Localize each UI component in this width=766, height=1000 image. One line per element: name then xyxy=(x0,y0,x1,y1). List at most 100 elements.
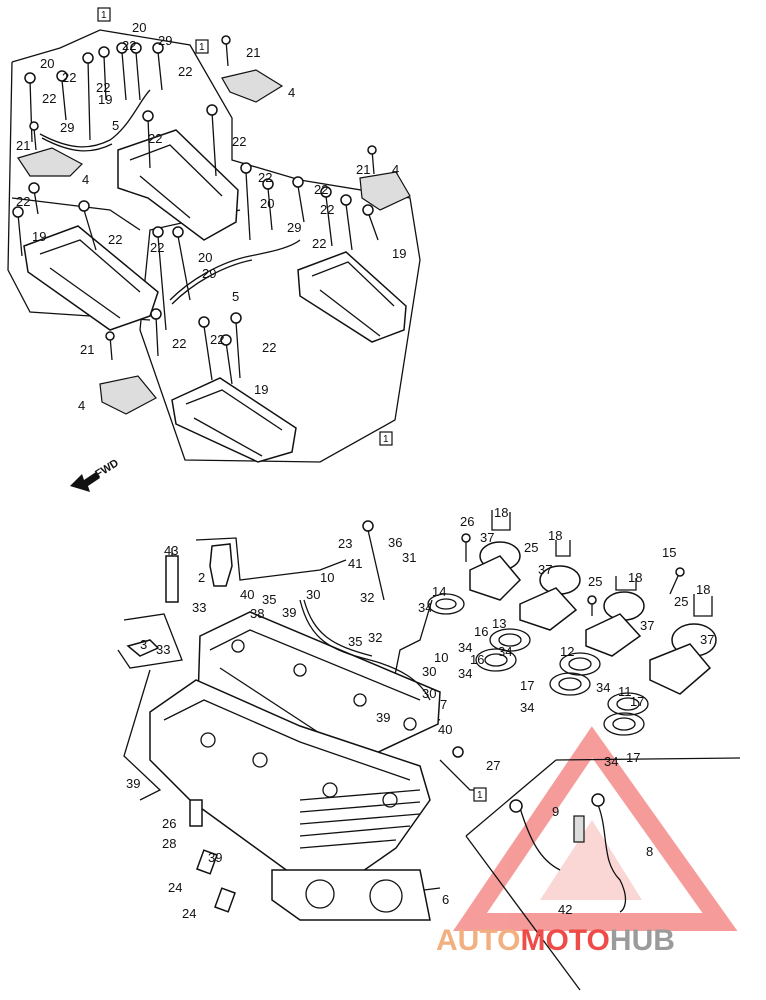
callout-label-b50: 39 xyxy=(376,710,390,725)
callout-label-b35: 35 xyxy=(348,634,362,649)
callout-label-b58: 28 xyxy=(162,836,176,851)
callout-label-t25: 19 xyxy=(32,229,46,244)
callout-label-t2: 20 xyxy=(132,20,146,35)
callout-label-t20: 22 xyxy=(258,170,272,185)
callout-label-t19: 4 xyxy=(392,162,399,177)
callout-label-b1: 18 xyxy=(494,505,508,520)
callout-label-b5: 18 xyxy=(548,528,562,543)
callout-label-b4: 25 xyxy=(524,540,538,555)
ref-box-label: 1 xyxy=(383,434,389,445)
callout-label-t24: 22 xyxy=(16,194,30,209)
callout-label-t27: 29 xyxy=(287,220,301,235)
callout-label-t36: 22 xyxy=(210,332,224,347)
callout-label-b37: 10 xyxy=(434,650,448,665)
intake-holder-group xyxy=(427,510,717,736)
callout-label-t8: 22 xyxy=(42,91,56,106)
callout-label-b57: 26 xyxy=(162,816,176,831)
callout-label-b33: 3 xyxy=(140,637,147,652)
callout-label-b53: 17 xyxy=(626,750,640,765)
callout-label-b30: 16 xyxy=(474,624,488,639)
callout-label-b12: 10 xyxy=(320,570,334,585)
callout-label-b32: 37 xyxy=(700,632,714,647)
callout-label-b64: 24 xyxy=(182,906,196,921)
camshaft-holder-group xyxy=(7,29,421,463)
callout-label-b7: 36 xyxy=(388,535,402,550)
callout-label-t38: 19 xyxy=(254,382,268,397)
ref-box-r3: 1 xyxy=(379,431,393,446)
callout-label-t12: 29 xyxy=(60,120,74,135)
callout-label-b62: 6 xyxy=(442,892,449,907)
ref-box-label: 1 xyxy=(477,790,483,801)
callout-label-b11: 41 xyxy=(348,556,362,571)
callout-label-b22: 33 xyxy=(192,600,206,615)
callout-label-b2: 26 xyxy=(460,514,474,529)
watermark-part-hub: HUB xyxy=(610,924,675,957)
callout-label-b28: 37 xyxy=(640,618,654,633)
callout-label-b56: 9 xyxy=(552,804,559,819)
callout-label-t6: 22 xyxy=(96,80,110,95)
callout-label-t31: 20 xyxy=(198,250,212,265)
cylinder-head-group xyxy=(117,520,474,921)
callout-label-t1: 20 xyxy=(40,56,54,71)
watermark-part-auto: AUTO xyxy=(436,924,520,957)
callout-label-t30: 22 xyxy=(150,240,164,255)
callout-label-b27: 13 xyxy=(492,616,506,631)
callout-label-b17: 14 xyxy=(432,584,446,599)
callout-label-b15: 18 xyxy=(628,570,642,585)
callout-label-b54: 27 xyxy=(486,758,500,773)
callout-label-t3: 29 xyxy=(158,33,172,48)
callout-label-t14: 22 xyxy=(148,131,162,146)
callout-label-t11: 4 xyxy=(288,85,295,100)
callout-label-b51: 40 xyxy=(438,722,452,737)
callout-label-b36: 32 xyxy=(368,630,382,645)
callout-label-b43: 17 xyxy=(520,678,534,693)
callout-label-t23: 22 xyxy=(320,202,334,217)
callout-label-b19: 30 xyxy=(306,587,320,602)
callout-label-t35: 22 xyxy=(172,336,186,351)
callout-label-b9: 43 xyxy=(164,543,178,558)
callout-label-t33: 5 xyxy=(232,289,239,304)
callout-label-b29: 25 xyxy=(674,594,688,609)
ref-box-label: 1 xyxy=(199,42,205,53)
callout-label-b10: 2 xyxy=(198,570,205,585)
callout-label-b31: 34 xyxy=(458,640,472,655)
callout-label-b38: 16 xyxy=(470,652,484,667)
watermark-part-moto: MOTO xyxy=(520,924,609,957)
callout-label-t16: 21 xyxy=(16,138,30,153)
ref-box-r4: 1 xyxy=(473,787,487,802)
callout-label-b18: 40 xyxy=(240,587,254,602)
callout-label-t5: 22 xyxy=(62,70,76,85)
callout-label-b60: 39 xyxy=(208,850,222,865)
callout-label-b59: 8 xyxy=(646,844,653,859)
callout-label-b48: 7 xyxy=(440,697,447,712)
callout-label-b41: 30 xyxy=(422,664,436,679)
callout-label-b40: 12 xyxy=(560,644,574,659)
callout-label-b14: 25 xyxy=(588,574,602,589)
callout-label-t9: 22 xyxy=(178,64,192,79)
callout-label-b44: 34 xyxy=(596,680,610,695)
callout-label-b61: 24 xyxy=(168,880,182,895)
callout-label-t26: 22 xyxy=(108,232,122,247)
callout-label-b42: 34 xyxy=(458,666,472,681)
callout-labels-top: 20 20 29 22 22 22 19 22 22 21 4 29 5 22 22 21 4 21 4 22 20 22… xyxy=(16,20,406,413)
bolt-set-top xyxy=(12,35,379,385)
callout-label-b6: 23 xyxy=(338,536,352,551)
callout-label-b63: 42 xyxy=(558,902,572,917)
callout-label-t34: 21 xyxy=(80,342,94,357)
callout-label-b24: 35 xyxy=(262,592,276,607)
callout-label-t17: 4 xyxy=(82,172,89,187)
callout-label-t39: 4 xyxy=(78,398,85,413)
callout-label-b45: 11 xyxy=(618,684,632,699)
callout-label-b8: 31 xyxy=(402,550,416,565)
callout-label-b21: 18 xyxy=(696,582,710,597)
forward-label: FWD xyxy=(93,457,121,480)
callout-label-b3: 37 xyxy=(480,530,494,545)
callout-label-b20: 32 xyxy=(360,590,374,605)
callout-label-t4: 22 xyxy=(122,38,136,53)
callout-label-t10: 21 xyxy=(246,45,260,60)
callout-label-t15: 22 xyxy=(232,134,246,149)
callout-label-b16: 15 xyxy=(662,545,676,560)
callout-label-b52: 34 xyxy=(604,754,618,769)
breather-pipe-group xyxy=(465,757,741,991)
